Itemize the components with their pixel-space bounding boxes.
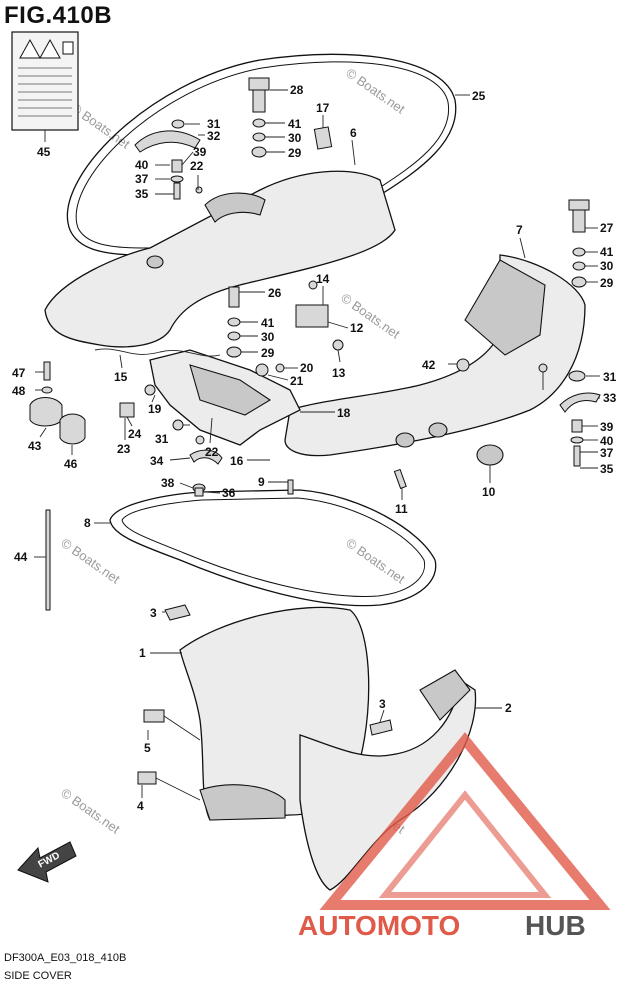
cover-hole [395,432,415,448]
callout: 42 [422,358,436,372]
caution-label-decal [11,31,79,131]
callout: 39 [193,145,207,159]
callout: 11 [395,502,408,516]
brand-logo: AUTOMOTO HUB [298,732,611,941]
callout-numbers: 45 25 28 17 31 32 41 6 30 29 39 40 22 37… [12,83,617,813]
callout: 35 [135,187,149,201]
callout: 30 [261,330,275,344]
cover-hole [146,255,164,269]
callout: 3 [150,606,157,620]
callout: 41 [600,245,614,259]
callout: 13 [332,366,346,380]
callout: 40 [135,158,149,172]
callout: 26 [268,286,282,300]
callout: 36 [222,486,236,500]
callout: 31 [207,117,221,131]
cover-lip [419,669,471,721]
callout: 22 [205,445,219,459]
callout: 33 [603,391,617,405]
callout: 29 [600,276,614,290]
callout: 31 [603,370,617,384]
cover-lip [199,784,286,821]
callout: 37 [135,172,149,186]
callout: 48 [12,384,26,398]
leader-lines [34,89,600,801]
callout: 15 [114,370,128,384]
watermark: © Boats.net [58,535,123,587]
forward-arrow-icon: FWD [17,841,77,883]
cover-plug [476,444,504,466]
callout: 8 [84,516,91,530]
callout: 12 [350,321,364,335]
callout: 14 [316,272,330,286]
callout: 30 [600,259,614,273]
cable-harness [94,348,221,357]
cover-inner-panel [464,259,546,356]
callout: 6 [350,126,357,140]
callout: 34 [150,454,164,468]
callout: 39 [600,420,614,434]
rear-lower-cover [299,678,477,891]
callout: 17 [316,101,330,115]
callout: 18 [337,406,351,420]
callout: 41 [288,117,302,131]
callout: 41 [261,316,275,330]
grab-handle-recess [204,192,266,223]
model-code: DF300A_E03_018_410B [4,952,127,964]
callout: 40 [600,434,614,448]
rear-upper-cover [44,170,396,348]
callout: 29 [288,146,302,160]
callout: 24 [128,427,142,441]
callout: 19 [148,402,162,416]
hardware-parts [29,77,601,785]
callout: 38 [161,476,175,490]
figure-title: FIG.410B [4,2,113,29]
callout: 29 [261,346,275,360]
figure-caption: SIDE COVER [4,970,72,982]
callout: 22 [190,159,204,173]
watermark: © Boats.net [58,785,123,837]
lower-gasket-frame [109,489,437,607]
callout: 46 [64,457,78,471]
callout: 5 [144,741,151,755]
watermark: © Boats.net [338,290,403,342]
callout: 3 [379,697,386,711]
callout: 2 [505,701,512,715]
callout: 35 [600,462,614,476]
bracket-recess [189,364,272,416]
callout: 28 [290,83,304,97]
callout: 7 [516,223,523,237]
watermark: © Boats.net [343,535,408,587]
callout: 1 [139,646,146,660]
callout: 10 [482,485,496,499]
callout: 21 [290,374,304,388]
callout: 30 [288,131,302,145]
callout: 27 [600,221,614,235]
callout: 31 [155,432,169,446]
callout: 23 [117,442,131,456]
callout: 16 [230,454,244,468]
brand-prefix: AUTOMOTO [298,910,460,941]
callout: 47 [12,366,26,380]
callout: 25 [472,89,486,103]
callout: 37 [600,446,614,460]
callout: 44 [14,550,28,564]
brand-suffix: HUB [525,910,586,941]
callout: 45 [37,145,51,159]
cover-hole [428,422,448,438]
callout: 43 [28,439,42,453]
callout: 4 [137,799,144,813]
callout: 20 [300,361,314,375]
callout: 9 [258,475,265,489]
watermark: © Boats.net [343,65,408,117]
callout: 32 [207,129,221,143]
